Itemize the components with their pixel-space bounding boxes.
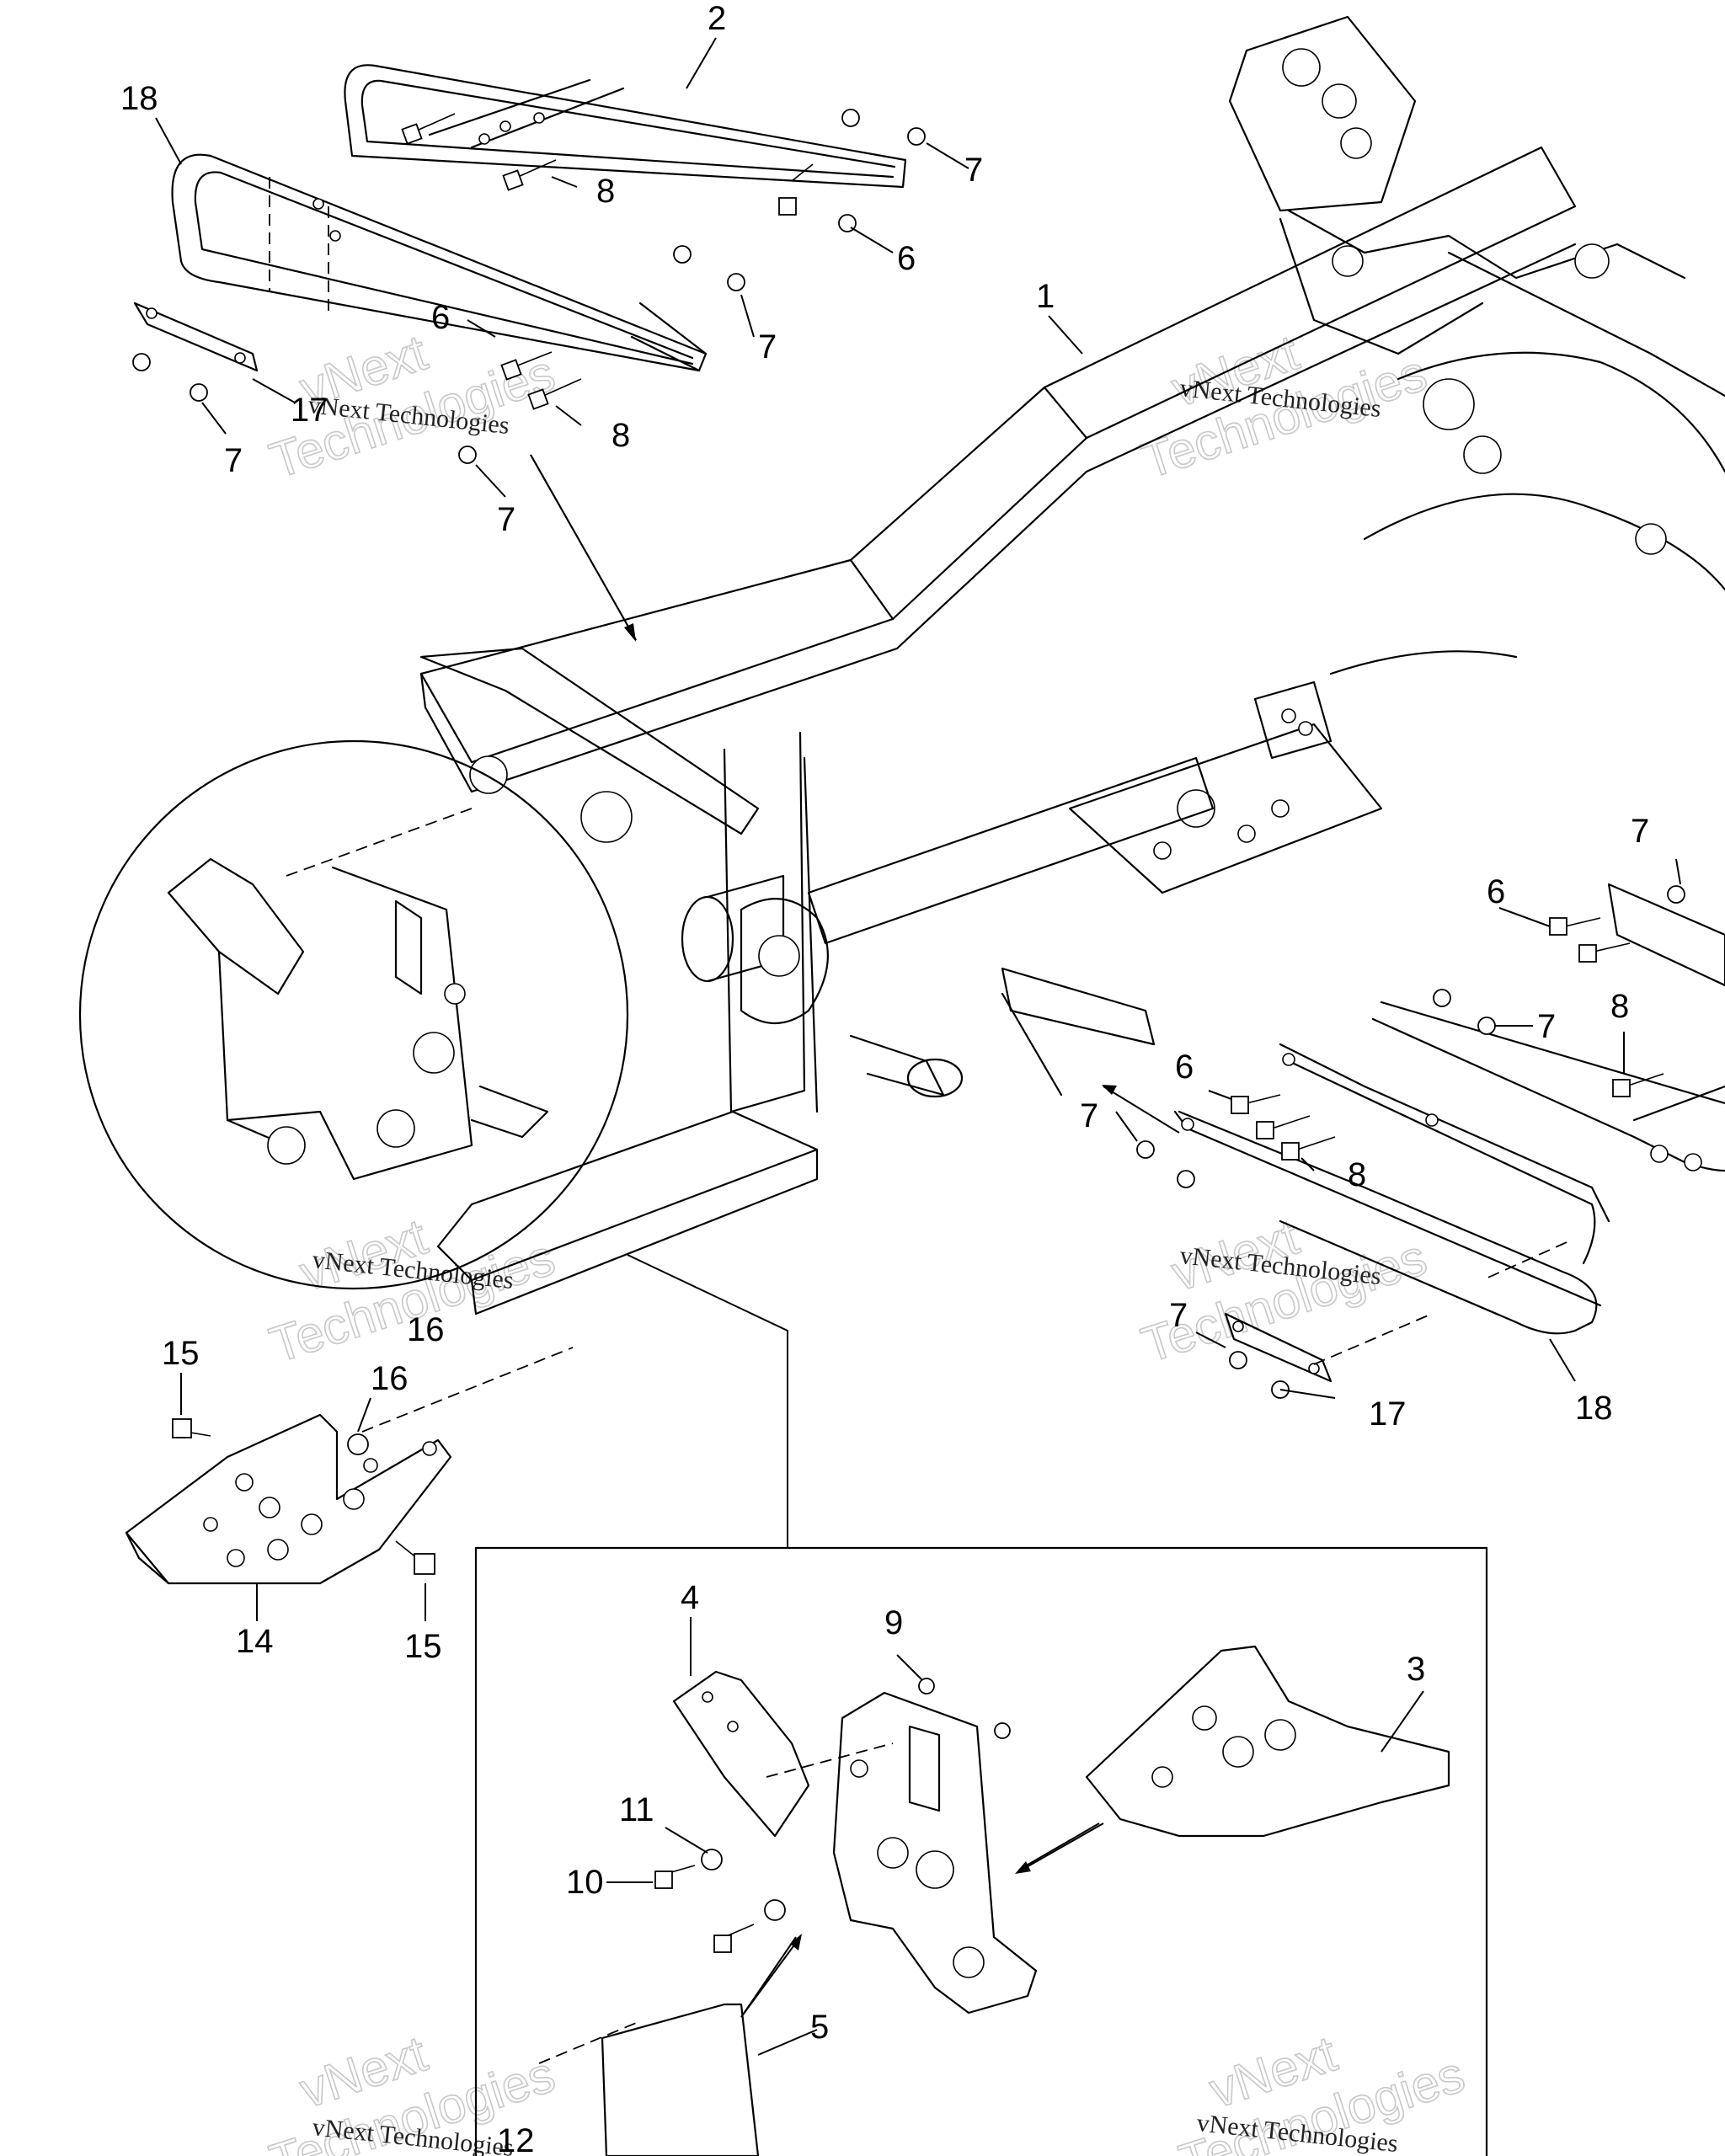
callout-8: 8 bbox=[596, 173, 615, 210]
bolt bbox=[395, 1540, 435, 1575]
callout-6: 6 bbox=[1487, 873, 1505, 910]
callout-15: 15 bbox=[404, 1628, 442, 1665]
callout-8: 8 bbox=[611, 417, 630, 454]
bolt bbox=[713, 1924, 755, 1953]
arrow-head bbox=[790, 1934, 802, 1951]
callout-2: 2 bbox=[708, 0, 726, 37]
callout-6: 6 bbox=[897, 240, 916, 277]
bolt bbox=[500, 351, 553, 381]
bracket-17-right bbox=[1224, 1312, 1332, 1383]
callout-16: 16 bbox=[371, 1360, 409, 1397]
bolt bbox=[1281, 1136, 1336, 1161]
callout-8: 8 bbox=[1610, 988, 1629, 1025]
nut bbox=[190, 383, 208, 402]
callout-14: 14 bbox=[236, 1623, 274, 1660]
callout-11: 11 bbox=[619, 1791, 654, 1828]
callout-3: 3 bbox=[1407, 1651, 1425, 1688]
nut bbox=[1667, 885, 1685, 904]
bolt bbox=[778, 163, 814, 216]
callout-7: 7 bbox=[1080, 1097, 1098, 1134]
bolt bbox=[1612, 1073, 1664, 1097]
callout-7: 7 bbox=[758, 328, 777, 366]
washer bbox=[764, 1899, 786, 1921]
bolt bbox=[1231, 1094, 1281, 1114]
nut bbox=[994, 1722, 1011, 1739]
front-rack-upper bbox=[344, 64, 907, 189]
nut bbox=[458, 446, 477, 464]
callout-7: 7 bbox=[1537, 1008, 1556, 1045]
front-rack-lower bbox=[171, 153, 708, 372]
nut bbox=[132, 353, 151, 371]
leader-lines bbox=[155, 37, 1681, 2056]
nut bbox=[1433, 989, 1451, 1007]
callout-17: 17 bbox=[1369, 1396, 1407, 1433]
callout-7: 7 bbox=[964, 152, 983, 189]
callout-16: 16 bbox=[407, 1311, 445, 1348]
arrow-head bbox=[624, 623, 636, 642]
callout-6: 6 bbox=[431, 299, 450, 336]
nut bbox=[673, 245, 692, 264]
nut bbox=[727, 273, 745, 291]
bolt bbox=[1549, 917, 1601, 936]
fasteners bbox=[132, 109, 1685, 1953]
nut bbox=[1136, 1140, 1155, 1159]
callout-7: 7 bbox=[1631, 813, 1649, 850]
nut bbox=[907, 127, 926, 146]
detail-inset bbox=[474, 1254, 1488, 2156]
watermark-layer: vNext Technologies vNext Technologies vN… bbox=[263, 323, 1471, 2156]
callout-18: 18 bbox=[1575, 1390, 1613, 1427]
bolt bbox=[172, 1418, 211, 1438]
nut bbox=[1177, 1170, 1195, 1188]
rear-rack-lower bbox=[1173, 1043, 1610, 1335]
callout-1: 1 bbox=[1036, 278, 1055, 315]
bracket-14 bbox=[125, 1413, 452, 1585]
callout-15: 15 bbox=[162, 1335, 200, 1372]
detail-circle bbox=[78, 739, 629, 1290]
callout-12: 12 bbox=[497, 2122, 535, 2156]
bolt bbox=[654, 1865, 696, 1889]
arrow-head bbox=[1015, 1861, 1031, 1874]
callout-17: 17 bbox=[291, 392, 328, 429]
direction-arrows bbox=[530, 454, 1180, 2018]
rear-rack-upper bbox=[1371, 883, 1725, 1172]
washer bbox=[701, 1849, 723, 1870]
callout-7: 7 bbox=[224, 442, 243, 479]
bracket-17-left bbox=[133, 302, 259, 372]
nut bbox=[347, 1433, 369, 1455]
callout-8: 8 bbox=[1348, 1156, 1366, 1193]
nut bbox=[1229, 1351, 1247, 1369]
bolt bbox=[527, 378, 582, 410]
alignment-lines bbox=[269, 177, 1567, 2064]
bolt bbox=[1578, 942, 1631, 963]
bolt bbox=[502, 159, 557, 191]
bolt bbox=[1256, 1115, 1311, 1139]
main-frame bbox=[419, 15, 1725, 1315]
callout-10: 10 bbox=[566, 1864, 604, 1901]
nut bbox=[918, 1678, 935, 1694]
callout-labels: 1 2 3 4 5 6 6 6 6 7 7 7 7 7 7 7 7 7 8 8 … bbox=[120, 0, 1649, 2156]
callout-6: 6 bbox=[1175, 1049, 1194, 1086]
callout-7: 7 bbox=[1169, 1297, 1188, 1334]
nut bbox=[841, 109, 860, 127]
callout-7: 7 bbox=[497, 501, 515, 538]
callout-5: 5 bbox=[810, 2009, 829, 2046]
callout-9: 9 bbox=[884, 1604, 903, 1641]
arrow-head bbox=[1102, 1085, 1117, 1095]
callout-18: 18 bbox=[120, 80, 158, 117]
callout-4: 4 bbox=[681, 1579, 699, 1616]
bolt bbox=[401, 113, 456, 145]
nut bbox=[1477, 1017, 1496, 1035]
